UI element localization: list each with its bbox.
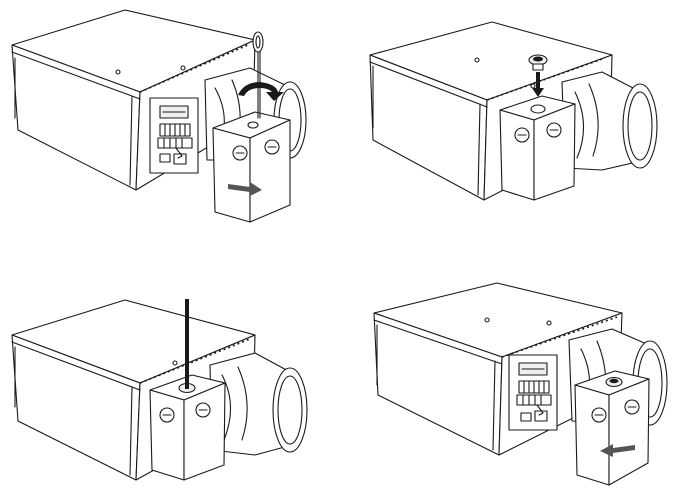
cover-front-face	[149, 389, 185, 481]
cover-front-face	[574, 384, 610, 486]
cover-side-face	[608, 378, 650, 486]
step-4-refit-cover	[337, 245, 674, 490]
cover-box-installed	[149, 374, 226, 481]
cover-front-face	[499, 109, 535, 201]
cover-top-screw	[247, 121, 259, 129]
cover-side-face	[183, 382, 226, 481]
step-1-illustration	[11, 9, 307, 223]
power-cable	[185, 299, 189, 389]
duct-outlet-ring	[272, 367, 308, 453]
step-2-insert-cable-gland	[337, 0, 674, 245]
cable-gland-icon	[528, 54, 548, 71]
duct-outlet-ring	[622, 83, 658, 169]
air-duct	[561, 71, 658, 171]
cover-box-installed	[499, 95, 576, 201]
cover-front-face	[212, 127, 251, 223]
fan-unit-housing	[373, 282, 623, 456]
cover-box-refit	[574, 370, 650, 486]
step-3-illustration	[11, 299, 308, 481]
terminal-connector-left	[520, 412, 532, 422]
cover-box-removed	[212, 111, 291, 223]
step-2-illustration	[369, 21, 658, 201]
step-1-remove-cover	[0, 0, 337, 245]
terminal-block	[149, 97, 199, 174]
cover-top-hole	[530, 104, 546, 114]
step-3-feed-cable	[0, 245, 337, 490]
cable-icon	[185, 299, 189, 389]
cable-gland-icon	[605, 376, 623, 388]
arrow-down-icon	[532, 72, 544, 97]
arrow-left-icon	[600, 444, 635, 457]
terminal-block	[508, 354, 558, 431]
arrow-right-icon	[228, 182, 262, 196]
cover-side-face	[249, 119, 291, 223]
terminal-connector-right	[173, 153, 187, 165]
screwdriver-handle	[252, 31, 264, 53]
step-4-illustration	[373, 282, 668, 486]
terminal-connector-right	[534, 410, 548, 422]
terminal-connector-left	[159, 153, 171, 163]
cover-side-face	[533, 103, 576, 201]
rotate-icon	[238, 82, 284, 101]
